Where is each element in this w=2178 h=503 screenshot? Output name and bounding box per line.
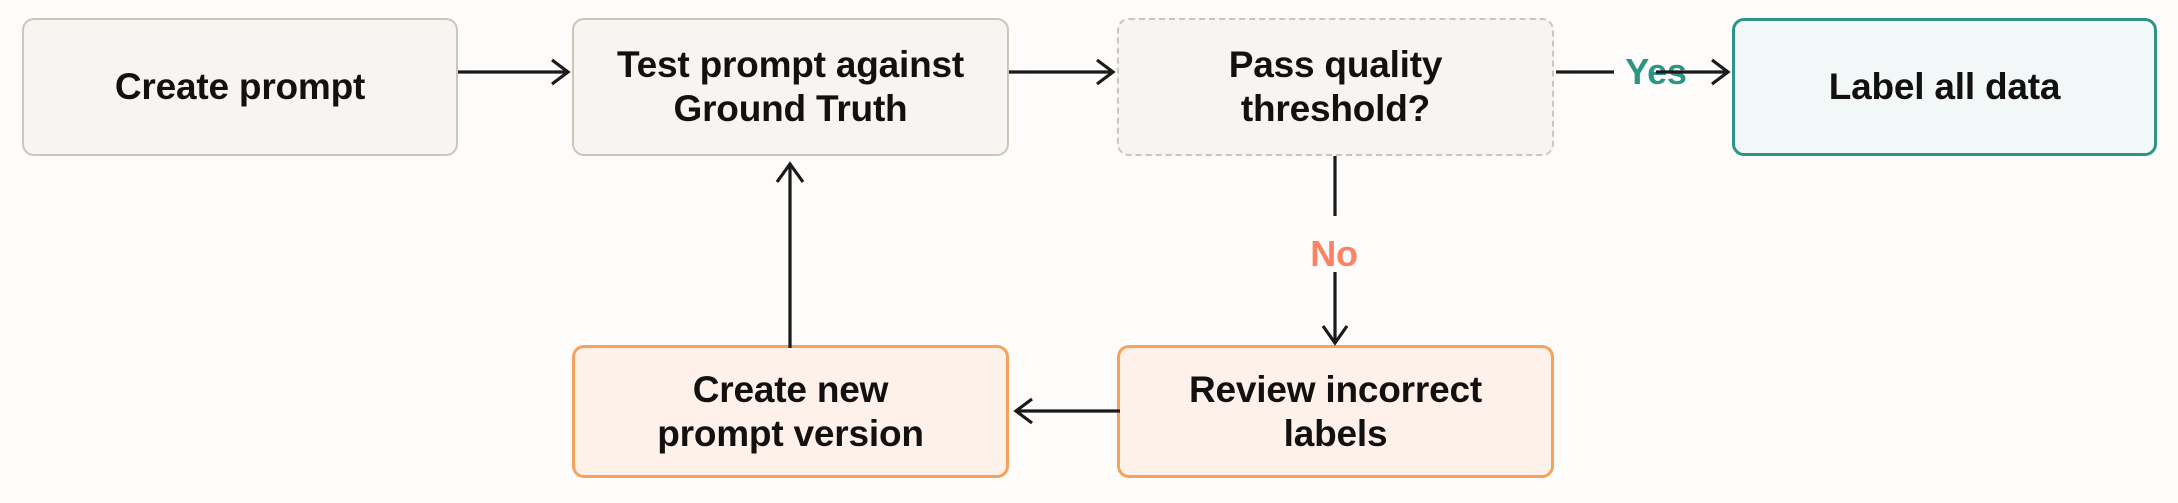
arrow-yes-to-label-all-data bbox=[1656, 58, 1731, 86]
arrow-no-to-review-incorrect-labels bbox=[1321, 272, 1349, 346]
node-create-new-prompt-version[interactable]: Create new prompt version bbox=[572, 345, 1009, 478]
node-review-incorrect-labels[interactable]: Review incorrect labels bbox=[1117, 345, 1554, 478]
node-test-prompt-against-ground-truth[interactable]: Test prompt against Ground Truth bbox=[572, 18, 1009, 156]
edge-label-no: No bbox=[1310, 233, 1358, 274]
node-create-prompt[interactable]: Create prompt bbox=[22, 18, 458, 156]
node-create-new-version-label: Create new prompt version bbox=[657, 368, 924, 454]
node-create-prompt-label: Create prompt bbox=[114, 66, 366, 108]
node-label-all-data-label: Label all data bbox=[1828, 66, 2061, 108]
arrow-yes-segment-left bbox=[1556, 70, 1614, 74]
arrow-create-prompt-to-test-prompt bbox=[458, 58, 571, 86]
arrow-review-incorrect-to-create-new-version bbox=[1013, 397, 1120, 425]
node-test-prompt-label: Test prompt against Ground Truth bbox=[616, 44, 965, 129]
arrow-test-prompt-to-pass-quality bbox=[1009, 58, 1116, 86]
arrow-no-segment-top bbox=[1333, 156, 1337, 216]
arrow-create-new-version-to-test-prompt bbox=[775, 161, 805, 348]
node-pass-quality-label: Pass quality threshold? bbox=[1228, 44, 1443, 129]
node-pass-quality-threshold[interactable]: Pass quality threshold? bbox=[1117, 18, 1554, 156]
node-review-incorrect-label: Review incorrect labels bbox=[1189, 368, 1482, 454]
node-label-all-data[interactable]: Label all data bbox=[1732, 18, 2157, 156]
